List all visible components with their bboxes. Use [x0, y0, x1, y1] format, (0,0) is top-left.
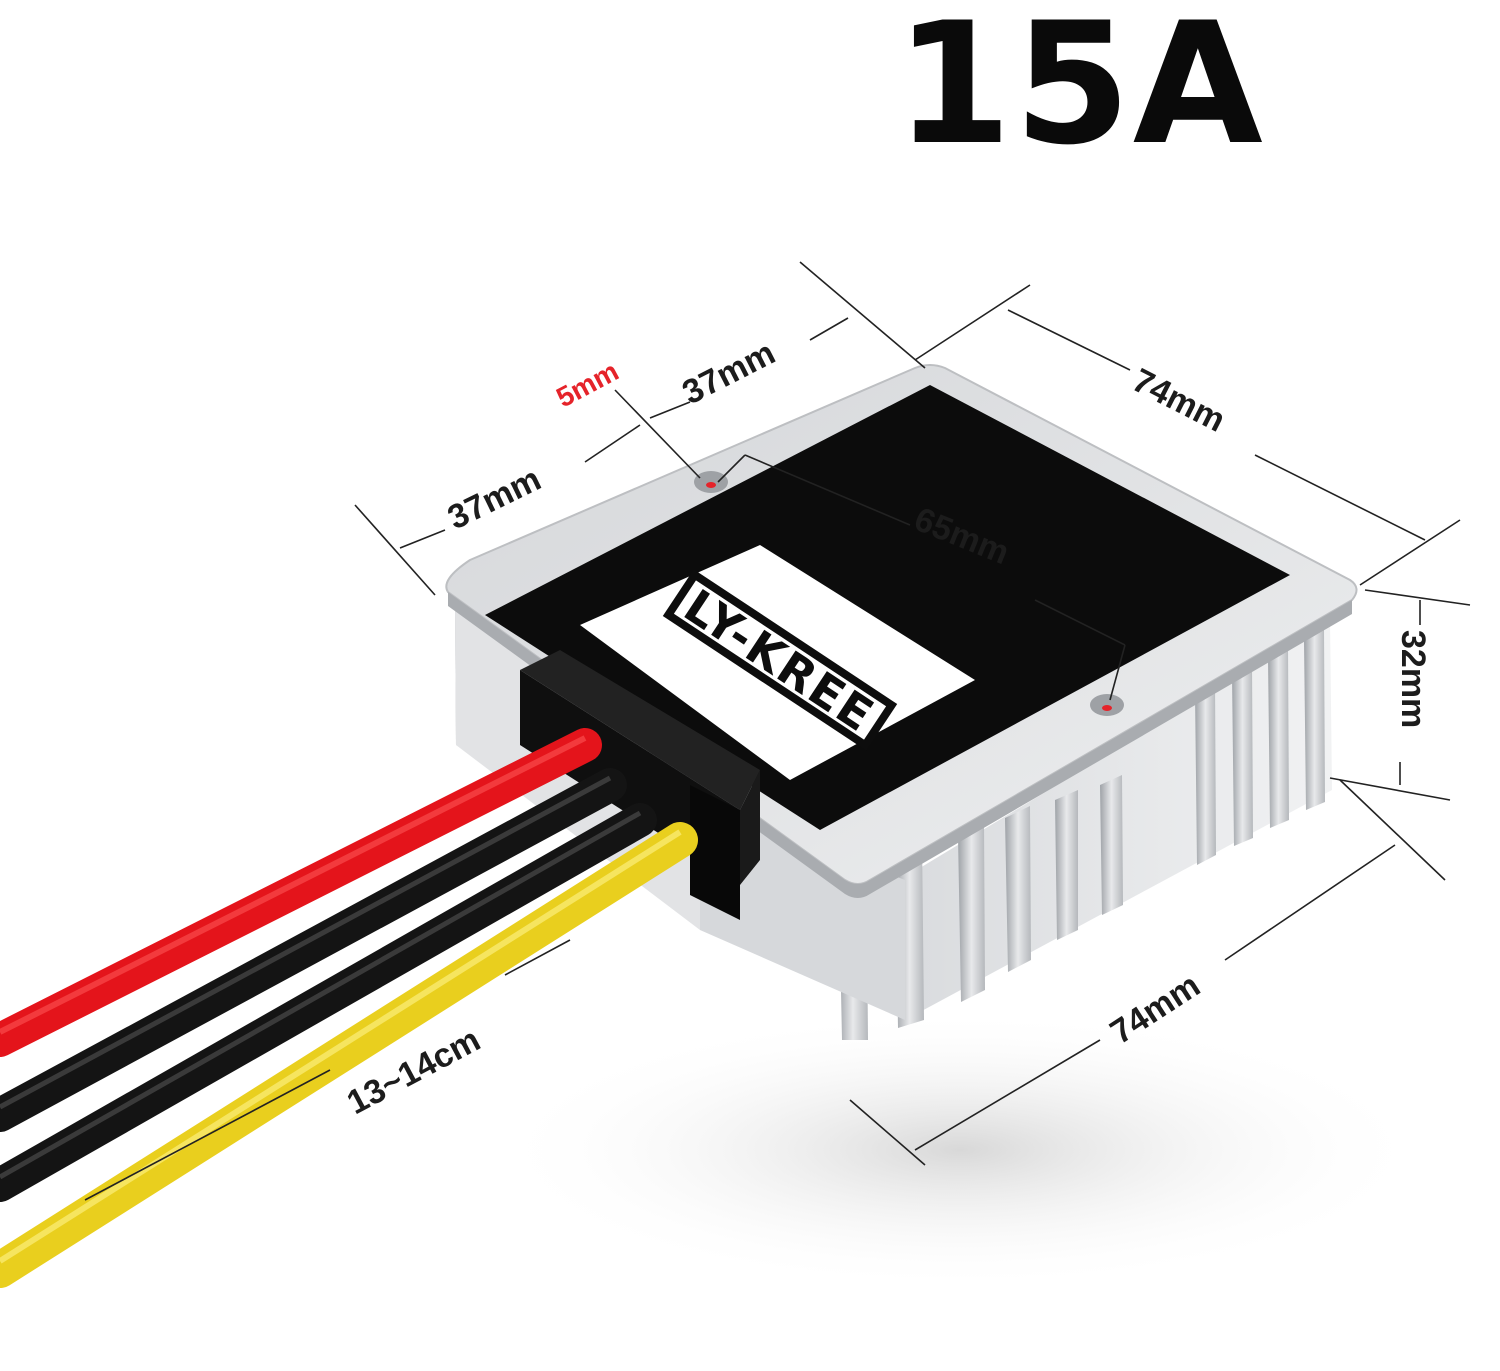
wire-bundle	[0, 728, 698, 1288]
red-wire	[0, 728, 602, 1057]
top-panel	[485, 385, 1290, 830]
dim-top-length: 74mm	[1126, 361, 1231, 439]
black-wire-2	[0, 803, 657, 1202]
mounting-hole-top	[694, 471, 728, 493]
dimension-lines	[84, 261, 1471, 1201]
current-rating-title: 15A	[895, 0, 1265, 182]
yellow-wire	[0, 822, 698, 1288]
heatsink-fins	[838, 628, 1325, 1040]
dim-top-half-left: 37mm	[442, 460, 547, 537]
mounting-hole-bottom	[1090, 694, 1124, 716]
floor-shadow	[490, 1010, 1430, 1290]
dim-hole-offset: 5mm	[551, 355, 623, 413]
dim-height: 32mm	[1394, 630, 1432, 728]
dim-top-half-right: 37mm	[676, 334, 781, 412]
black-wire-1	[0, 768, 627, 1132]
